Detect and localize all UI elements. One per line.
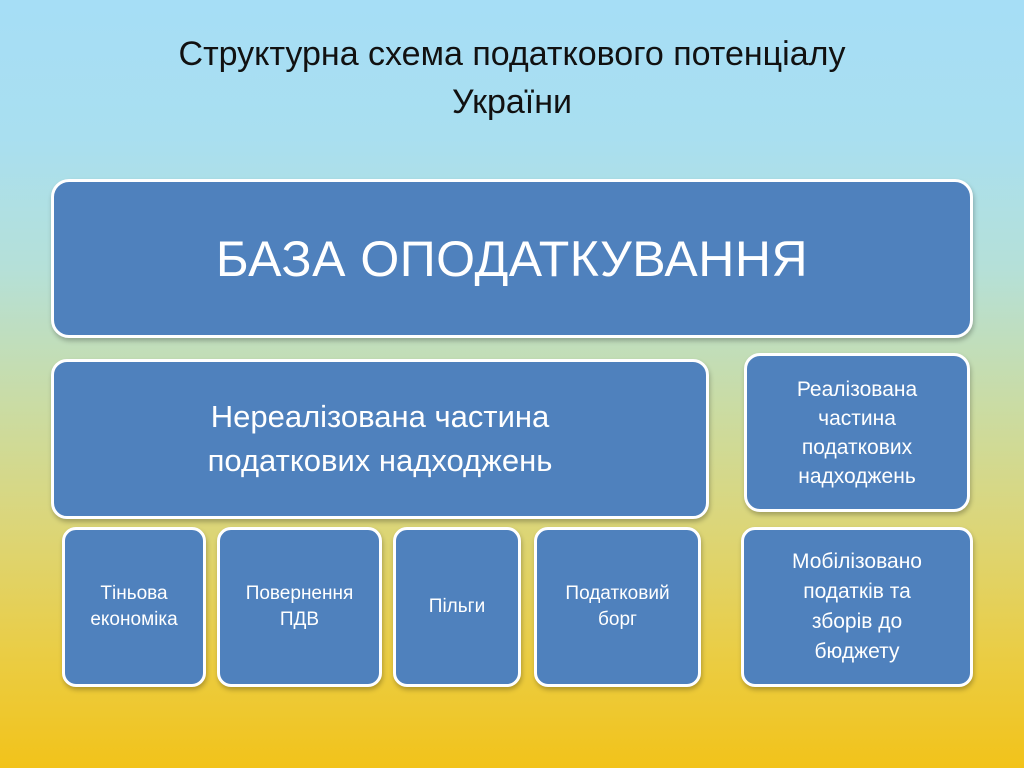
realized-revenue-label: Реалізована частина податкових надходжен… <box>796 377 918 488</box>
title-line-2: України <box>452 83 572 121</box>
tax-base-box: БАЗА ОПОДАТКУВАННЯ <box>51 179 973 338</box>
page-title: Структурна схема податкового потенціалу … <box>0 30 1024 126</box>
tax-base-label: БАЗА ОПОДАТКУВАННЯ <box>215 230 809 287</box>
mobilized-taxes-box: Мобілізовано податків та зборів до бюдже… <box>741 527 973 687</box>
mobilized-taxes-label: Мобілізовано податків та зборів до бюдже… <box>792 550 922 663</box>
title-line-1: Структурна схема податкового потенціалу <box>178 35 846 73</box>
realized-revenue-box: Реалізована частина податкових надходжен… <box>744 353 970 512</box>
vat-refund-box: Повернення ПДВ <box>217 527 382 687</box>
unrealized-revenue-box: Нереалізована частина податкових надходж… <box>51 359 709 519</box>
shadow-economy-label: Тіньова економіка <box>90 583 178 630</box>
tax-debt-label: Податковий борг <box>565 583 670 630</box>
vat-refund-label: Повернення ПДВ <box>245 583 354 630</box>
tax-relief-box: Пільги <box>393 527 521 687</box>
unrealized-revenue-label: Нереалізована частина податкових надходж… <box>207 399 553 478</box>
tax-relief-label: Пільги <box>428 596 486 617</box>
shadow-economy-box: Тіньова економіка <box>62 527 206 687</box>
tax-debt-box: Податковий борг <box>534 527 701 687</box>
